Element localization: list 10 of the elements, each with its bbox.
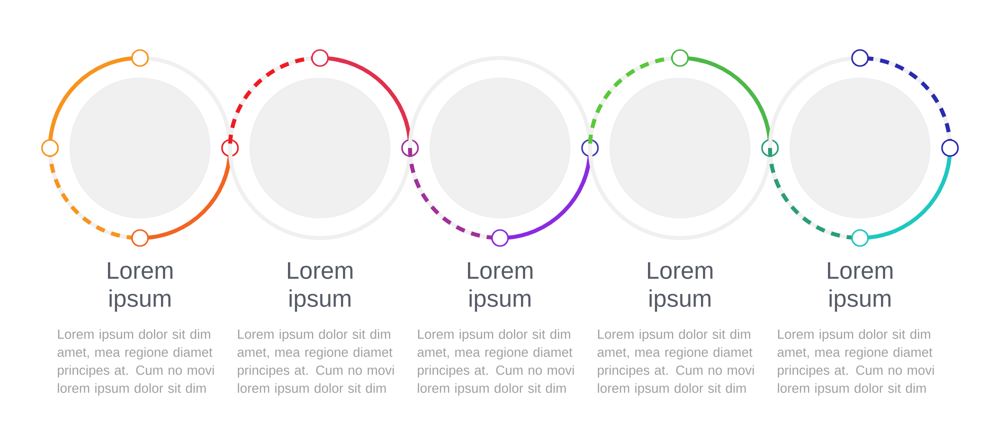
step-heading: Lorem ipsum	[288, 262, 352, 312]
step-description: Lorem ipsum dolor sit dim amet, mea regione diamet principes at. Cum no movi lorem ipsum dolor sit dim	[598, 329, 754, 396]
step-description: Lorem ipsum dolor sit dim amet, mea regione diamet principes at. Cum no movi lorem ipsum dolor sit dim	[418, 329, 574, 396]
step-heading: Lorem ipsum	[828, 262, 892, 312]
step-description: Lorem ipsum dolor sit dim amet, mea regione diamet principes at. Cum no movi lorem ipsum dolor sit dim	[238, 329, 394, 396]
step-description: Lorem ipsum dolor sit dim amet, mea regione diamet principes at. Cum no movi lorem ipsum dolor sit dim	[58, 329, 214, 396]
step-heading: Lorem ipsum	[648, 262, 712, 312]
step-heading: Lorem ipsum	[468, 262, 532, 312]
step-description: Lorem ipsum dolor sit dim amet, mea regione diamet principes at. Cum no movi lorem ipsum dolor sit dim	[778, 329, 934, 396]
step-heading: Lorem ipsum	[108, 262, 172, 312]
